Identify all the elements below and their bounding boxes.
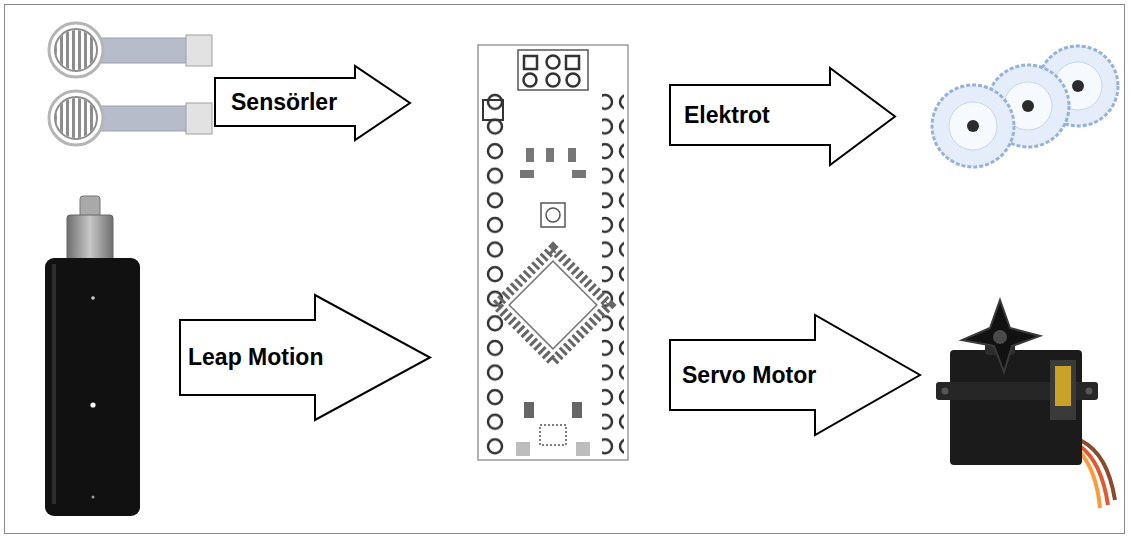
- electrode-pads: [932, 46, 1118, 167]
- servo-motor: [936, 300, 1115, 508]
- arduino-nano-board: [478, 45, 628, 460]
- force-sensor: [49, 91, 212, 145]
- arrow-label: Leap Motion: [188, 344, 323, 370]
- block-arrow: Servo Motor: [670, 315, 920, 435]
- arrow-label: Elektrot: [684, 102, 770, 128]
- block-arrow-shape: [670, 68, 895, 165]
- block-arrow: Elektrot: [670, 68, 895, 165]
- block-arrow-shape: [180, 295, 430, 420]
- arrow-label: Servo Motor: [682, 362, 816, 388]
- block-arrow-shape: [215, 66, 410, 140]
- arrow-label: Sensörler: [231, 89, 337, 115]
- leap-motion-device: [45, 196, 140, 516]
- block-arrow: Leap Motion: [180, 295, 430, 420]
- force-sensor: [49, 23, 212, 77]
- block-arrow-shape: [670, 315, 920, 435]
- block-arrow: Sensörler: [215, 66, 410, 140]
